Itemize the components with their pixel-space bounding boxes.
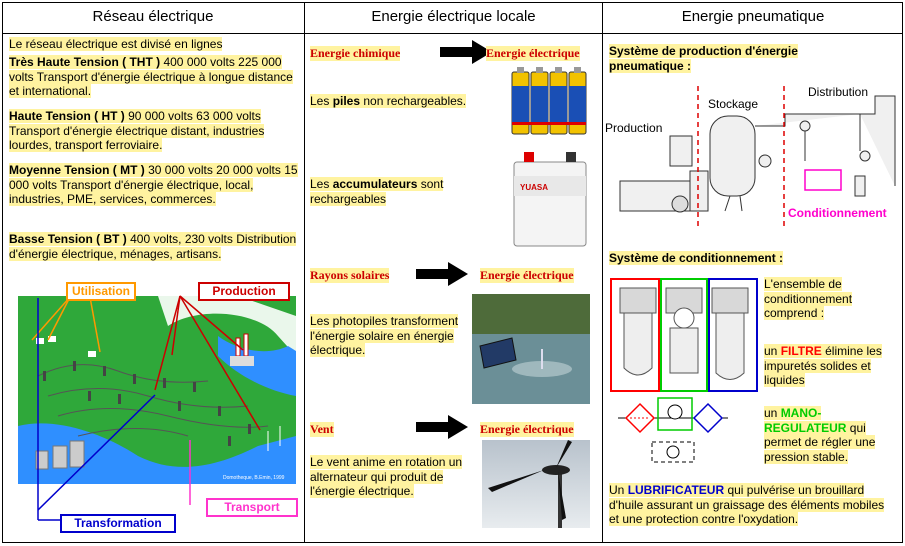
batteries-image	[510, 66, 590, 136]
vent-text: Le vent anime en rotation un alternateur…	[310, 455, 463, 498]
mano-name: MANO-REGULATEUR	[764, 406, 847, 435]
ensemble-text: L'ensemble de conditionnement comprend :	[764, 277, 853, 320]
header-divider	[2, 33, 903, 34]
tht-name: Très Haute Tension ( THT )	[9, 55, 161, 69]
accumulator-image: YUASA	[508, 146, 592, 250]
map-credit: Domotheque, B.Emin, 1999	[223, 475, 285, 481]
label-transformation: Transformation	[60, 514, 176, 533]
header-locale: Energie électrique locale	[371, 8, 536, 25]
label-transport: Transport	[206, 498, 298, 517]
production-label: Production	[605, 121, 663, 136]
mano-text: un MANO-REGULATEUR qui permet de régler …	[764, 406, 876, 464]
accumulateurs-text: Les accumulateurs sont rechargeables	[310, 177, 444, 206]
chimique-label: Energie chimique	[310, 46, 401, 61]
ht-name: Haute Tension ( HT )	[9, 109, 125, 123]
stockage-label: Stockage	[708, 97, 759, 112]
photopiles-text: Les photopiles transforment l'énergie so…	[310, 314, 459, 357]
filtre-name: FILTRE	[780, 344, 822, 358]
pneumatic-production-diagram	[610, 86, 900, 228]
solaire-label: Rayons solaires	[310, 268, 390, 283]
column-divider	[602, 2, 603, 543]
header-reseau: Réseau électrique	[92, 8, 214, 25]
network-map: Domotheque, B.Emin, 1999	[18, 296, 296, 484]
conditionnement-title: Système de conditionnement :	[609, 251, 784, 265]
vent-label: Vent	[310, 422, 334, 437]
arrow-icon	[440, 40, 492, 64]
filtre-text: un FILTRE élimine les impuretés solides …	[764, 344, 882, 387]
label-production: Production	[198, 282, 290, 301]
electrique-label-3: Energie électrique	[480, 422, 574, 437]
electrique-label-2: Energie électrique	[480, 268, 574, 283]
ht-paragraph: Haute Tension ( HT ) 90 000 volts 63 000…	[9, 109, 265, 152]
solar-fountain-image	[472, 294, 590, 404]
wind-turbine-image	[482, 440, 590, 528]
header-pneumatique: Energie pneumatique	[681, 8, 825, 25]
arrow-icon	[416, 415, 468, 439]
tht-paragraph: Très Haute Tension ( THT ) 400 000 volts…	[9, 55, 293, 98]
battery-brand: YUASA	[520, 183, 548, 192]
conditioning-symbol	[618, 396, 728, 466]
bt-paragraph: Basse Tension ( BT ) 400 volts, 230 volt…	[9, 232, 297, 261]
lubrificateur-text: Un LUBRIFICATEUR qui pulvérise un brouil…	[609, 483, 885, 526]
bt-name: Basse Tension ( BT )	[9, 232, 127, 246]
electrique-label-1: Energie électrique	[486, 46, 580, 61]
conditioning-unit-image	[610, 278, 758, 392]
mt-paragraph: Moyenne Tension ( MT ) 30 000 volts 20 0…	[9, 163, 298, 206]
conditionnement-label: Conditionnement	[788, 206, 887, 221]
production-title: Système de production d'énergie pneumati…	[609, 44, 798, 73]
intro-text: Le réseau électrique est divisé en ligne…	[9, 37, 223, 51]
distribution-label: Distribution	[808, 85, 869, 100]
label-utilisation: Utilisation	[66, 282, 137, 301]
piles-text: Les piles non rechargeables.	[310, 94, 467, 108]
arrow-icon	[416, 262, 468, 286]
lubrificateur-name: LUBRIFICATEUR	[627, 483, 725, 497]
mt-name: Moyenne Tension ( MT )	[9, 163, 145, 177]
column-divider	[304, 2, 305, 543]
